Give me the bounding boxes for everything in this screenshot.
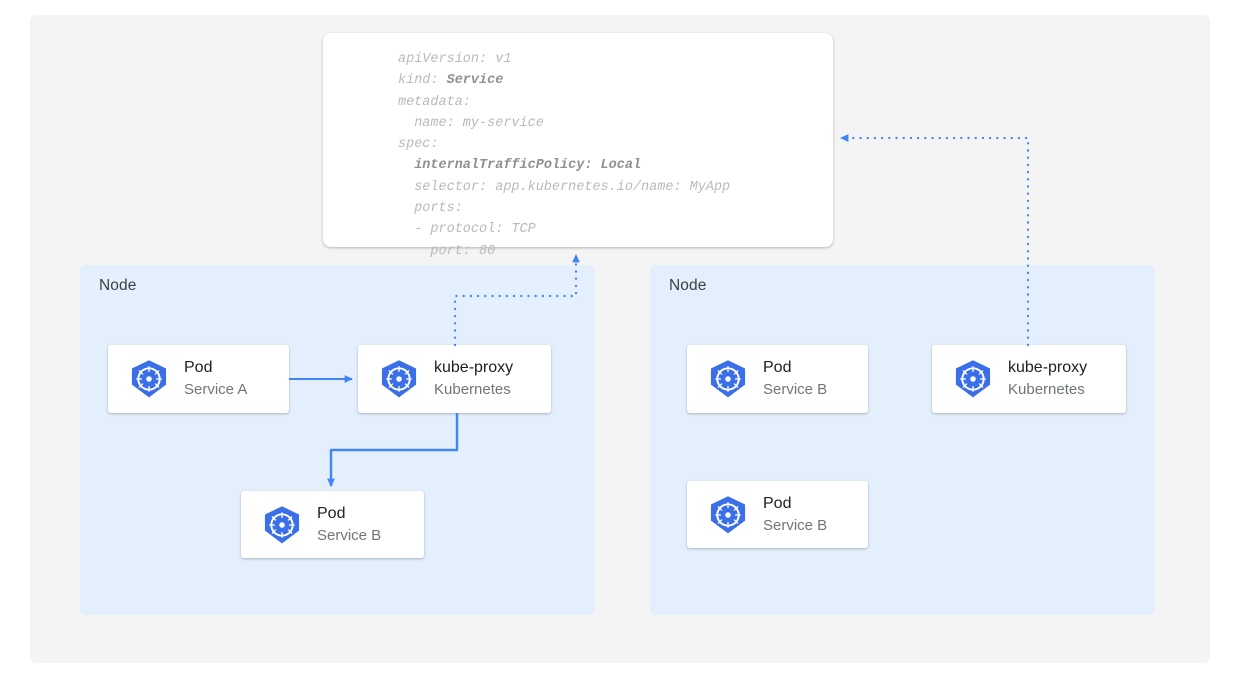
yaml-code-block: apiVersion: v1 kind: Service metadata: n… bbox=[398, 49, 730, 283]
node-left-label: Node bbox=[99, 277, 137, 294]
kubernetes-icon bbox=[131, 360, 167, 398]
kube-proxy-right-text: kube-proxy Kubernetes bbox=[1008, 358, 1087, 400]
kube-proxy-right-title: kube-proxy bbox=[1008, 359, 1088, 376]
kubernetes-icon bbox=[955, 360, 991, 398]
pod-a-text: Pod Service A bbox=[184, 358, 247, 400]
kube-proxy-left-subtitle: Kubernetes bbox=[434, 381, 511, 398]
pod-card-service-b-right-1[interactable]: Pod Service B bbox=[687, 345, 868, 413]
node-panel-left: Node bbox=[80, 265, 595, 615]
kube-proxy-card-left[interactable]: kube-proxy Kubernetes bbox=[358, 345, 551, 413]
pod-b-left-subtitle: Service B bbox=[317, 526, 382, 544]
yaml-line-internaltrafficpolicy: internalTrafficPolicy: Local bbox=[398, 158, 642, 174]
kube-proxy-right-subtitle: Kubernetes bbox=[1008, 381, 1085, 398]
node-panel-right: Node bbox=[650, 265, 1155, 615]
kube-proxy-left-text: kube-proxy Kubernetes bbox=[434, 358, 513, 400]
pod-card-service-b-left[interactable]: Pod Service B bbox=[241, 491, 424, 558]
pod-b-r2-title: Pod bbox=[763, 494, 792, 512]
service-manifest-card: apiVersion: v1 kind: Service metadata: n… bbox=[323, 33, 833, 280]
pod-b-r1-title: Pod bbox=[763, 359, 792, 376]
pod-b-left-title: Pod bbox=[317, 504, 346, 522]
kube-proxy-card-right[interactable]: kube-proxy Kubernetes bbox=[932, 345, 1126, 413]
pod-b-left-text: Pod Service B bbox=[317, 504, 381, 546]
pod-b-r2-subtitle: Service B bbox=[763, 516, 828, 534]
yaml-key-kind: kind: bbox=[398, 73, 447, 89]
kubernetes-icon bbox=[710, 360, 746, 398]
kubernetes-icon bbox=[710, 495, 746, 533]
yaml-lines-metadata-spec: metadata: name: my-service spec: bbox=[398, 94, 544, 153]
pod-a-title: Pod bbox=[184, 359, 213, 376]
kubernetes-icon bbox=[381, 360, 417, 398]
pod-b-r2-text: Pod Service B bbox=[763, 494, 827, 536]
kubernetes-icon bbox=[264, 505, 300, 543]
pod-b-r1-subtitle: Service B bbox=[763, 381, 828, 398]
yaml-line-apiversion: apiVersion: v1 bbox=[398, 52, 512, 67]
yaml-value-service: Service bbox=[446, 73, 504, 89]
pod-card-service-b-right-2[interactable]: Pod Service B bbox=[687, 481, 868, 548]
pod-a-subtitle: Service A bbox=[184, 381, 248, 398]
kube-proxy-left-title: kube-proxy bbox=[434, 359, 514, 376]
node-right-label: Node bbox=[669, 277, 707, 294]
pod-b-r1-text: Pod Service B bbox=[763, 358, 827, 400]
pod-card-service-a[interactable]: Pod Service A bbox=[108, 345, 289, 413]
